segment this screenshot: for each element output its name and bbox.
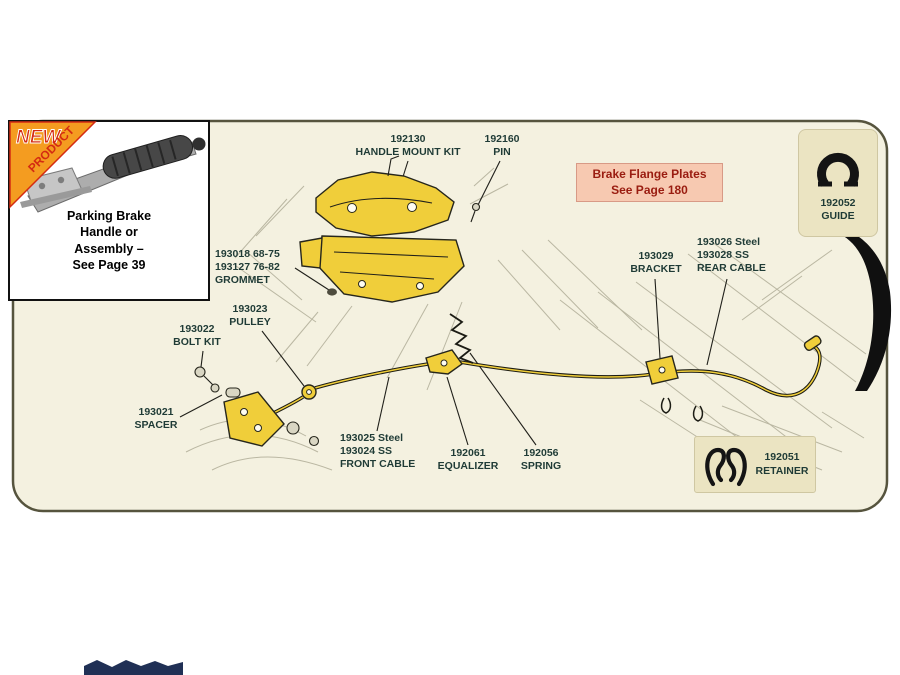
part-name: GROMMET [215,274,270,287]
new-product-badge: NEW PRODUCT [9,121,97,209]
label-grommet: 193018 68-75 193127 76-82 GROMMET [215,248,280,287]
caption-line: Handle or [80,225,138,240]
rear-bracket-part [645,355,679,385]
part-number: 192160 [484,133,520,145]
spring-part [449,313,474,364]
part-name: REAR CABLE [697,262,766,275]
part-number: 192056 [523,447,559,459]
grommet-part [327,288,337,296]
pin-part [470,202,481,223]
part-name: HANDLE MOUNT KIT [355,146,461,159]
part-name: PULLEY [229,316,271,329]
equalizer-part [425,349,463,375]
guide-icon [817,152,859,187]
bolt-kit-parts [194,366,220,393]
part-number: 193025 Steel [340,432,404,444]
label-spacer: 193021 SPACER [135,406,178,432]
caption-line: Assembly – [74,241,144,256]
guide-callout-box: 192052 GUIDE [798,129,878,237]
part-number: 193023 [232,303,268,315]
rear-cable-line [459,343,822,398]
part-number: 193018 68-75 [215,248,280,260]
guide-part-name: GUIDE [821,210,855,223]
caption-line: Parking Brake [66,209,152,223]
note-line: See Page 180 [611,182,688,197]
label-bracket: 193029 BRACKET [630,250,681,276]
fender-silhouette [836,228,892,391]
part-name: BOLT KIT [173,336,221,349]
part-number: 193028 SS [697,249,749,262]
part-number: 193127 76-82 [215,261,280,274]
part-number: 192130 [390,133,426,145]
retainer-part-number: 192051 [764,451,800,464]
label-bolt-kit: 193022 BOLT KIT [173,323,221,349]
retainer-part-name: RETAINER [755,464,809,477]
label-pin: 192160 PIN [484,133,519,159]
part-number: 193029 [638,250,674,262]
part-number: 193024 SS [340,445,392,458]
caption-line: See Page 39 [72,257,146,272]
label-spring: 192056 SPRING [521,447,561,473]
cable-clip-parts [660,397,704,422]
inset-caption: Parking Brake Handle or Assembly – See P… [10,208,208,273]
cable-end-fitting [803,335,822,351]
handle-assembly [299,155,465,303]
footer-mark [84,660,183,675]
label-rear-cable: 193026 Steel 193028 SS REAR CABLE [697,236,766,275]
guide-part-number: 192052 [820,197,856,209]
badge-new-text: NEW [16,127,62,148]
note-line: Brake Flange Plates [592,166,707,181]
new-product-inset: NEW PRODUCT Parking Brake Handle or Asse… [8,120,210,301]
part-name: BRACKET [630,263,682,276]
retainer-callout-box: 192051 RETAINER [694,436,816,493]
anchor-bracket-part [223,391,320,447]
part-number: 193021 [138,406,174,418]
brake-flange-note: Brake Flange Plates See Page 180 [576,163,723,202]
label-equalizer: 192061 EQUALIZER [438,447,499,473]
part-name: EQUALIZER [437,460,499,473]
part-name: SPACER [134,419,178,432]
part-name: PIN [493,146,511,159]
spacer-part [225,387,241,398]
part-name: FRONT CABLE [340,458,416,471]
label-handle-mount-kit: 192130 HANDLE MOUNT KIT [356,133,461,159]
part-number: 193026 Steel [697,236,761,248]
pulley-part [301,384,317,400]
leader-lines [179,160,728,446]
part-number: 193022 [179,323,215,335]
part-number: 192061 [450,447,486,459]
label-front-cable: 193025 Steel 193024 SS FRONT CABLE [340,432,415,471]
part-name: SPRING [520,460,562,473]
retainer-icon [705,447,747,486]
label-pulley: 193023 PULLEY [229,303,270,329]
